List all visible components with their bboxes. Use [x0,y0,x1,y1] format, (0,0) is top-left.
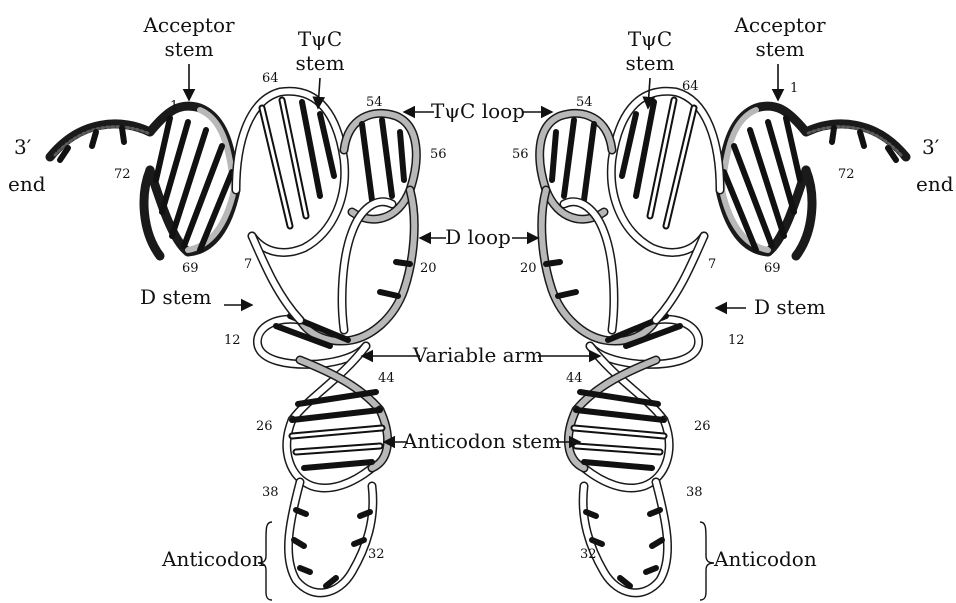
anticodon-bracket-right [700,522,714,600]
num-1-right: 1 [790,81,798,96]
anticodon-label-left: Anticodon [161,547,265,571]
num-7-left: 7 [244,257,252,272]
num-38-right: 38 [686,485,703,500]
d-loop-label: D loop [445,225,511,249]
anticodon-label-right: Anticodon [713,547,817,571]
acceptor-stem-label-right-2: stem [755,37,804,61]
acceptor-stem-label-left-2: stem [164,37,213,61]
end-label-left: end [8,172,46,196]
num-72-left: 72 [114,167,131,182]
num-64-left: 64 [262,71,279,86]
num-44-right: 44 [566,371,583,386]
tpsic-stem-arrow-right [648,78,650,108]
num-69-right: 69 [764,261,781,276]
num-20-right: 20 [520,261,537,276]
num-56-right: 56 [512,147,529,162]
num-26-left: 26 [256,419,273,434]
num-26-right: 26 [694,419,711,434]
d-stem-label-left: D stem [140,285,212,309]
num-32-right: 32 [580,547,597,562]
num-64-right: 64 [682,79,699,94]
d-stem-label-right: D stem [754,295,826,319]
tpsic-stem-label-right-1: TψC [628,27,672,51]
num-54-left: 54 [366,95,383,110]
variable-arm-label: Variable arm [412,343,543,367]
end-label-right: end [916,172,954,196]
num-44-left: 44 [378,371,395,386]
tpsic-stem-label-left-1: TψC [298,27,342,51]
tpsic-stem-label-left-2: stem [295,51,344,75]
num-38-left: 38 [262,485,279,500]
num-1-left: 1 [170,99,178,114]
three-prime-label-right: 3′ [922,135,940,159]
three-prime-label-left: 3′ [14,135,32,159]
tpsic-loop-label: TψC loop [431,99,525,123]
num-20-left: 20 [420,261,437,276]
num-32-left: 32 [368,547,385,562]
anticodon-stem-label: Anticodon stem [402,429,561,453]
num-12-left: 12 [224,333,241,348]
num-56-left: 56 [430,147,447,162]
num-72-right: 72 [838,167,855,182]
num-12-right: 12 [728,333,745,348]
acceptor-stem-label-right-1: Acceptor [733,13,826,37]
acceptor-stem-label-left-1: Acceptor [142,13,235,37]
num-54-right: 54 [576,95,593,110]
tpsic-stem-label-right-2: stem [625,51,674,75]
num-7-right: 7 [708,257,716,272]
num-69-left: 69 [182,261,199,276]
